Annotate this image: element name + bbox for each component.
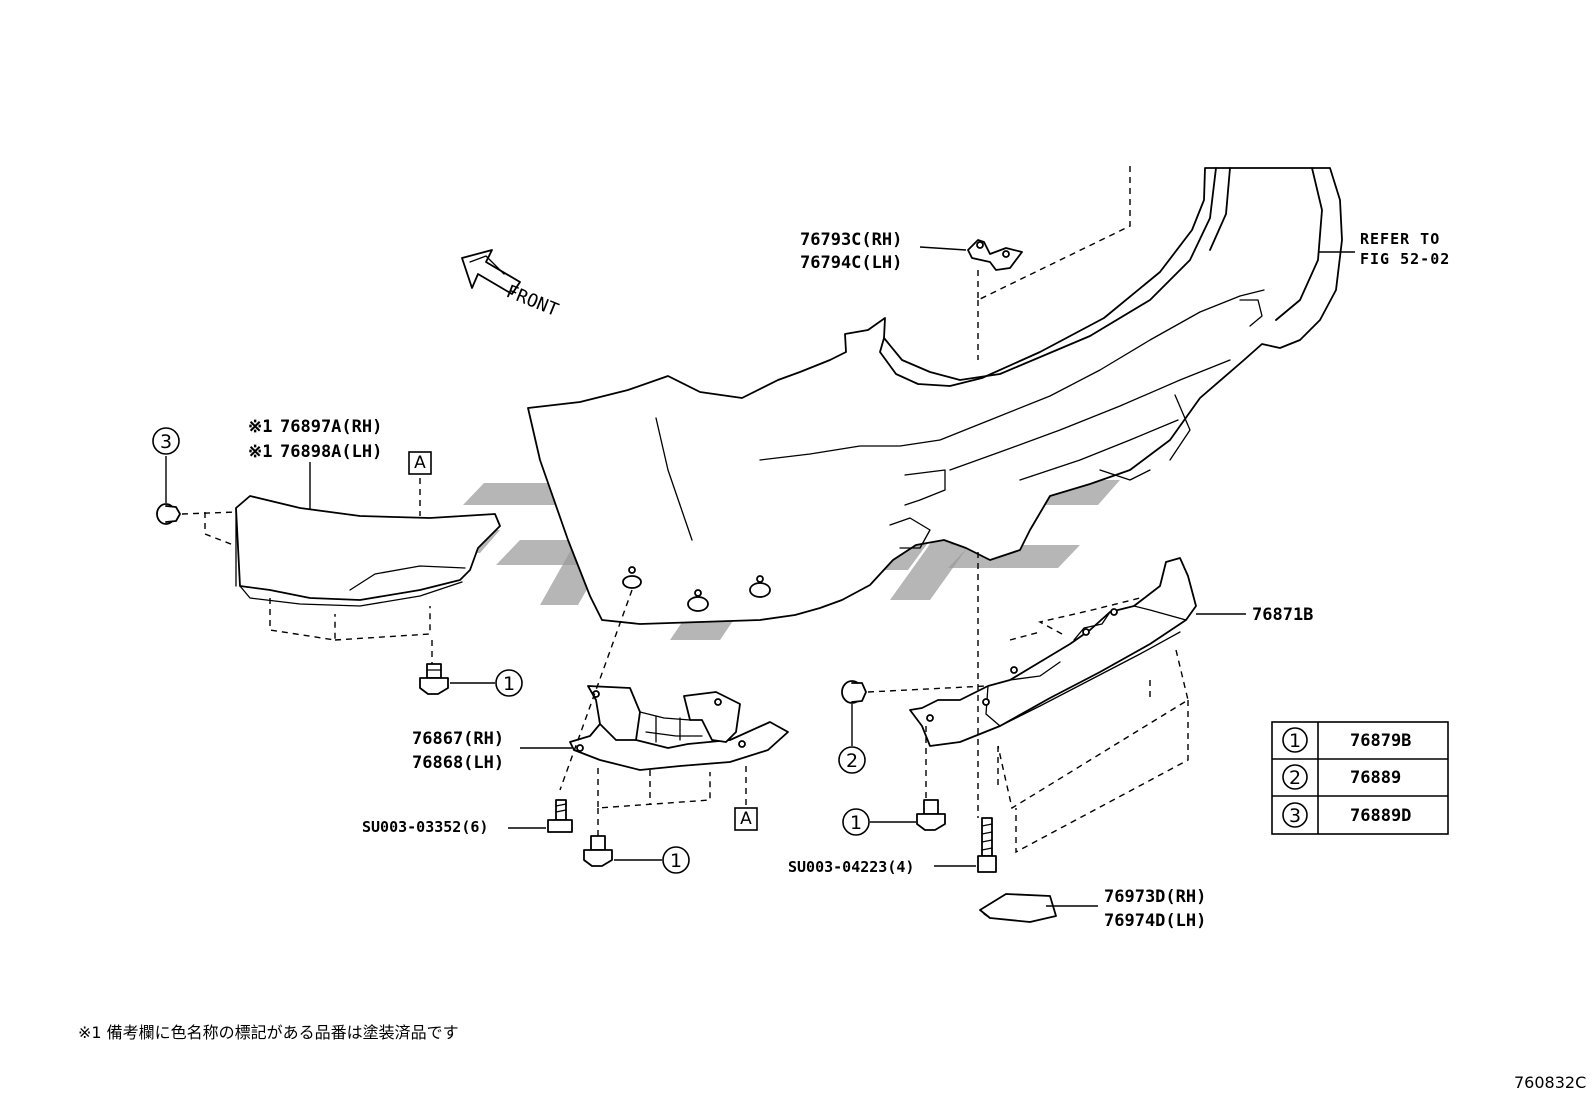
box-a-upper-label: A: [414, 453, 426, 473]
bumper-pad: [979, 893, 1057, 923]
legend-row-2: 2 76889: [1282, 764, 1401, 790]
bumper-reinforcement-bar: [909, 557, 1197, 747]
figure-code: 760832C: [1514, 1073, 1586, 1092]
front-label: FRONT: [503, 281, 561, 321]
callout-1-right: [842, 808, 870, 836]
legend-row-3: 3 76889D: [1282, 802, 1411, 828]
legend-ref-3: 3: [1289, 805, 1301, 827]
legend-row-1: 1 76879B: [1282, 727, 1411, 753]
legend-part-3: 76889D: [1350, 806, 1411, 826]
bumper-retainer-upper: [967, 239, 1023, 271]
front-arrow: FRONT: [461, 249, 561, 321]
part-76974d-label: 76974D(LH): [1104, 911, 1206, 931]
legend-part-2: 76889: [1350, 768, 1401, 788]
callout-1-center-label: 1: [670, 850, 682, 872]
clip-76879b-left: [419, 663, 449, 695]
part-76871b-label: 76871B: [1252, 605, 1313, 625]
bolt-su003-04223-label: SU003-04223(4): [788, 858, 914, 876]
clip-76889d: [156, 503, 181, 525]
clip-76879b-center: [583, 835, 613, 867]
clip-76889: [841, 680, 867, 704]
part-76794c-label: 76794C(LH): [800, 253, 902, 273]
part-76867-label: 76867(RH): [412, 729, 504, 749]
box-a-upper: [408, 451, 432, 475]
rear-bumper-cover: [527, 167, 1343, 625]
legend-ref-1: 1: [1289, 730, 1301, 752]
bumper-extension: [235, 495, 501, 607]
screw-su003-03352-label: SU003-03352(6): [362, 818, 488, 836]
refer-fig-label: FIG 52-02: [1360, 250, 1450, 268]
callout-1-right-label: 1: [850, 812, 862, 834]
note-mark-2: ※1: [248, 442, 272, 462]
note-mark-1: ※1: [248, 417, 272, 437]
screw-su003-03352: [547, 799, 573, 833]
part-76897a-label: 76897A(RH): [280, 417, 382, 437]
bumper-bracket: [569, 685, 789, 771]
callout-1-left-label: 1: [503, 673, 515, 695]
bolt-su003-04223: [977, 817, 997, 873]
callout-1-left: [495, 669, 523, 697]
box-a-lower: [734, 807, 758, 831]
callout-2-label: 2: [846, 750, 858, 772]
callout-3-upper-label: 3: [160, 431, 172, 453]
legend-part-1: 76879B: [1350, 731, 1411, 751]
refer-to-label: REFER TO: [1360, 230, 1440, 248]
legend-table: 1 76879B 2 76889 3 76889D: [1271, 721, 1449, 835]
callout-3-upper: [152, 427, 180, 455]
part-76973d-label: 76973D(RH): [1104, 887, 1206, 907]
callout-2: [838, 746, 866, 774]
part-76868-label: 76868(LH): [412, 753, 504, 773]
footnote: ※1 備考欄に色名称の標記がある品番は塗装済品です: [78, 1023, 459, 1042]
part-76898a-label: 76898A(LH): [280, 442, 382, 462]
legend-ref-2: 2: [1289, 767, 1301, 789]
clip-76879b-right: [916, 799, 946, 831]
box-a-lower-label: A: [740, 809, 752, 829]
part-76793c-label: 76793C(RH): [800, 230, 902, 250]
callout-1-center: [662, 846, 690, 874]
